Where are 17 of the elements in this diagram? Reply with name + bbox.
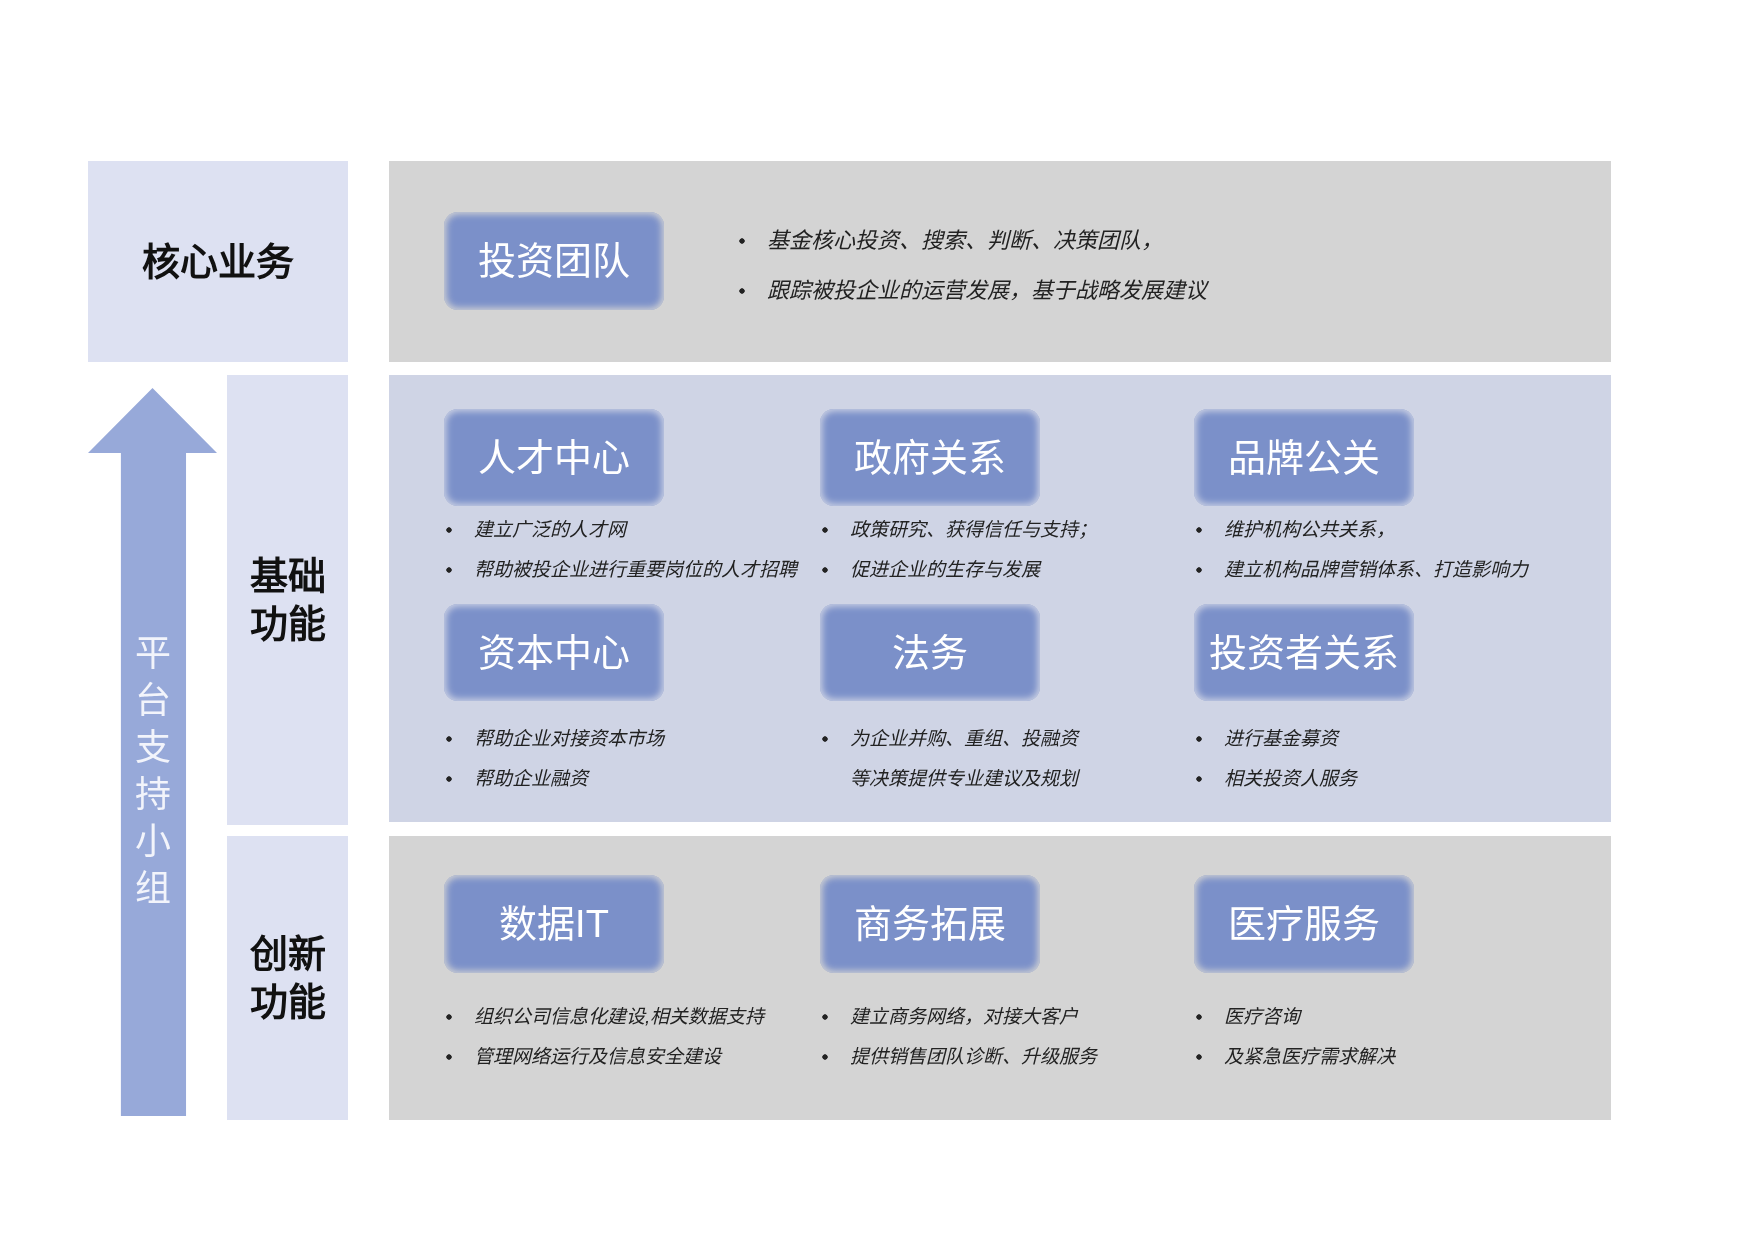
function-tile: 投资者关系: [1194, 604, 1414, 701]
function-tile: 政府关系: [820, 409, 1040, 506]
category-panel: 核心业务: [88, 161, 348, 362]
section-band: [389, 375, 1611, 822]
function-tile: 品牌公关: [1194, 409, 1414, 506]
function-tile: 法务: [820, 604, 1040, 701]
function-tile: 人才中心: [444, 409, 664, 506]
section-band: [389, 161, 1611, 362]
arrow-label: 平台支持小组: [133, 632, 172, 911]
function-tile: 资本中心: [444, 604, 664, 701]
function-tile: 投资团队: [444, 212, 664, 310]
category-panel: 创新功能: [227, 836, 348, 1120]
category-panel: 基础功能: [227, 375, 348, 825]
function-tile: 数据IT: [444, 875, 664, 973]
section-band: [389, 836, 1611, 1120]
function-tile: 医疗服务: [1194, 875, 1414, 973]
function-tile: 商务拓展: [820, 875, 1040, 973]
